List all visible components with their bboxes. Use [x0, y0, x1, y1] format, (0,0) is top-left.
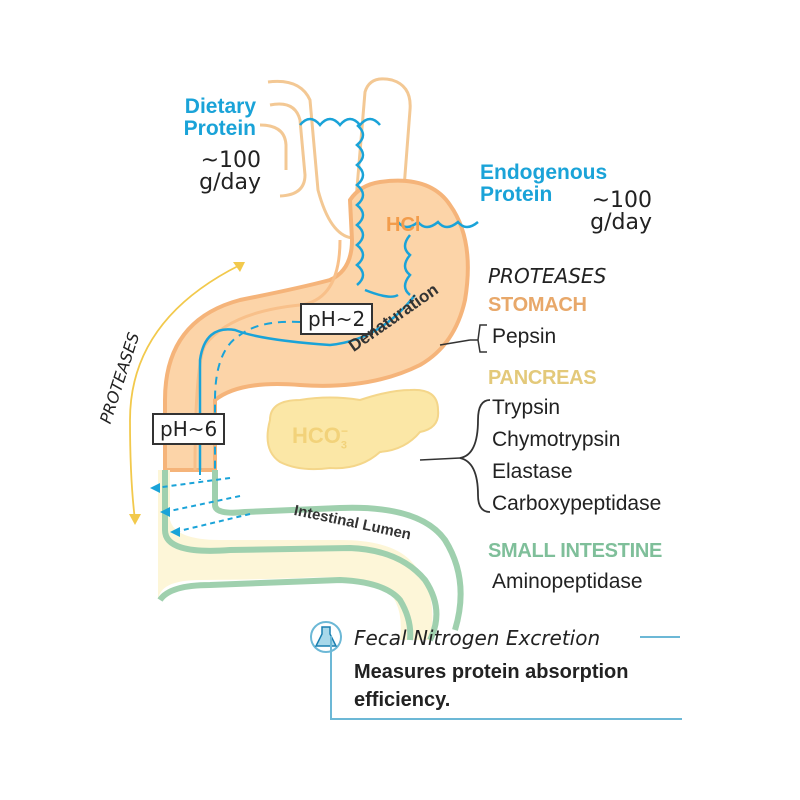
pancreas-bracket — [459, 399, 491, 513]
pancreas-leader — [419, 457, 461, 461]
hcl-label: HCl — [386, 214, 421, 236]
enzyme-carboxypeptidase: Carboxypeptidase — [492, 492, 662, 515]
arrowheads — [150, 483, 180, 537]
proteases-arc — [129, 264, 241, 521]
dietary-protein-coil — [299, 117, 399, 298]
intestine — [158, 470, 433, 640]
enzyme-aminopeptidase: Aminopeptidase — [492, 570, 643, 593]
fecal-box-top-border — [640, 636, 680, 638]
pancreas-section-title: PANCREAS — [488, 367, 597, 389]
endogenous-protein-coil — [397, 220, 479, 296]
enzyme-chymotrypsin: Chymotrypsin — [492, 428, 621, 451]
fecal-nitrogen-box — [330, 636, 682, 720]
pancreas — [266, 388, 440, 471]
arc-arrowhead-bottom — [129, 514, 141, 525]
small-intestine-section-title: SMALL INTESTINE — [488, 540, 663, 562]
stomach-section-title: STOMACH — [488, 294, 587, 316]
digestion-path — [214, 320, 301, 470]
enzyme-pepsin: Pepsin — [492, 325, 557, 348]
hco3-label: HCO3− — [292, 423, 349, 452]
flask-icon — [310, 621, 342, 653]
esophagus-wall — [259, 123, 288, 170]
pepsin-bracket — [470, 324, 487, 353]
ph-stomach-label: pH~2 — [300, 303, 374, 335]
intestine-wall — [212, 470, 464, 631]
arc-arrowhead-top — [233, 262, 245, 272]
enzyme-trypsin: Trypsin — [492, 396, 561, 419]
denatured-protein-line — [198, 294, 416, 470]
fecal-title: Fecal Nitrogen Excretion — [354, 626, 601, 650]
ph-intestine-label: pH~6 — [152, 413, 226, 445]
pepsin-leader — [439, 339, 471, 346]
intestine-wall — [157, 576, 414, 641]
enzyme-elastase: Elastase — [492, 460, 573, 483]
intestine-wall — [162, 470, 440, 642]
proteases-header: PROTEASES — [488, 264, 607, 288]
stomach-inner — [193, 239, 342, 471]
esophagus-wall — [269, 102, 307, 198]
absorption-arrows — [154, 470, 251, 533]
